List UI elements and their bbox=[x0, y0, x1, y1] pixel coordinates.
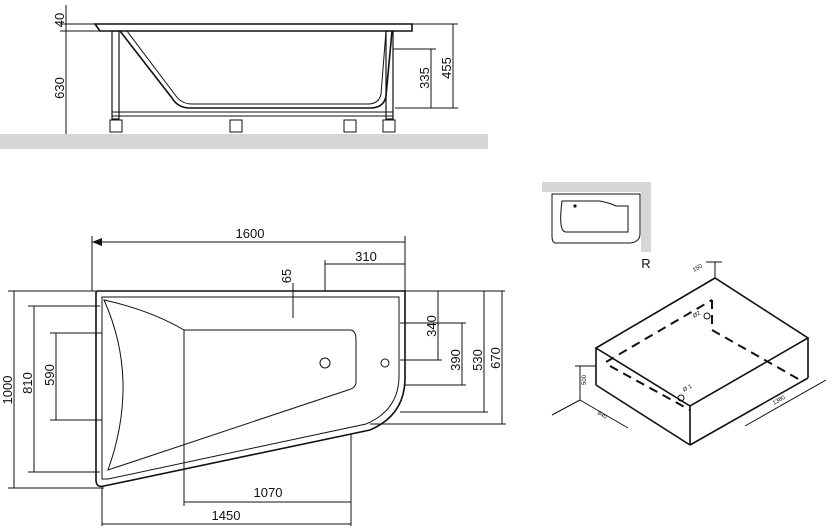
dim-total-height: 630 bbox=[52, 77, 67, 99]
arrow-left-icon bbox=[92, 238, 102, 246]
dim-length: 1600 bbox=[236, 226, 265, 241]
thumb-tub-basin bbox=[560, 200, 629, 233]
dim-right-390: 390 bbox=[448, 349, 463, 371]
box-bottom-left bbox=[595, 384, 691, 446]
dim-right-670: 670 bbox=[488, 347, 503, 369]
foot-1 bbox=[109, 119, 123, 133]
iso-dim-depth-ext bbox=[551, 399, 581, 416]
iso-dim-top-small: 150 bbox=[692, 263, 704, 274]
dim-height-total: 1000 bbox=[0, 376, 15, 405]
box-top bbox=[594, 277, 810, 407]
dim-right-340: 340 bbox=[424, 315, 439, 337]
dim-inner-depth: 335 bbox=[417, 67, 432, 89]
iso-dim-hole-front: Ø 1 bbox=[682, 383, 694, 393]
leg-right bbox=[385, 30, 394, 120]
plan-basin bbox=[103, 299, 357, 471]
thumb-drain-icon bbox=[573, 204, 577, 208]
iso-view: 150 Ø2 Ø 1 500 840 1380 bbox=[551, 261, 827, 446]
drain-icon bbox=[319, 357, 331, 369]
side-view: 40 630 335 455 bbox=[0, 5, 488, 149]
iso-dim-width-line bbox=[744, 379, 827, 427]
dim-right-offset: 310 bbox=[355, 249, 377, 264]
iso-dim-depth: 840 bbox=[596, 411, 608, 422]
orientation-label: R bbox=[641, 256, 650, 271]
box-bottom-right bbox=[689, 377, 809, 446]
leg-left bbox=[111, 30, 120, 120]
dim-height-810: 810 bbox=[20, 372, 35, 394]
hole-top-icon bbox=[703, 312, 711, 320]
bathtub-rim bbox=[93, 23, 413, 32]
plan-outline bbox=[95, 290, 406, 488]
hidden-line-1 bbox=[605, 299, 713, 363]
dim-height-590: 590 bbox=[42, 364, 57, 386]
dim-bottom-1070: 1070 bbox=[254, 485, 283, 500]
wall-corner bbox=[542, 182, 651, 252]
foot-3 bbox=[343, 119, 357, 133]
floor bbox=[0, 134, 488, 149]
plan-view: 1600 310 65 1000 810 590 340 390 530 bbox=[0, 226, 506, 526]
dim-right-530: 530 bbox=[470, 349, 485, 371]
dim-bottom-1450: 1450 bbox=[212, 508, 241, 523]
iso-dim-depth-line bbox=[579, 399, 629, 429]
iso-dim-hole-top: Ø2 bbox=[692, 310, 703, 320]
hidden-line-4 bbox=[609, 365, 691, 411]
foot-2 bbox=[229, 119, 243, 133]
hole-front-icon bbox=[677, 394, 685, 402]
foot-4 bbox=[382, 119, 396, 133]
thumb-tub-outline bbox=[551, 193, 641, 244]
hidden-line-3 bbox=[711, 329, 801, 381]
dim-rim-height: 455 bbox=[439, 57, 454, 79]
overflow-icon bbox=[380, 358, 390, 368]
bathtub-body bbox=[119, 30, 393, 109]
dim-rim-thickness: 40 bbox=[52, 13, 67, 27]
iso-dim-height: 500 bbox=[582, 374, 588, 385]
plan-inner-rim bbox=[101, 296, 400, 480]
bathtub-inner-line bbox=[126, 30, 387, 105]
orientation-thumbnail: R bbox=[542, 182, 651, 271]
dim-drain-offset: 65 bbox=[279, 269, 294, 283]
